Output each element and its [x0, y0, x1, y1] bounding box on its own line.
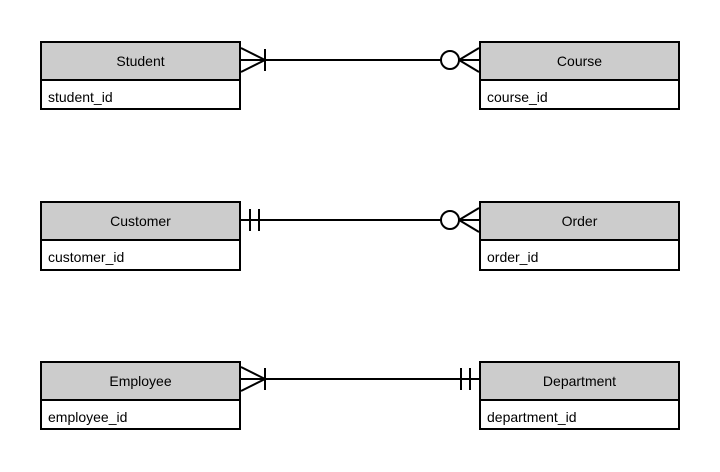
entity-attribute-employee-id: employee_id [48, 408, 128, 425]
entity-name-employee: Employee [109, 373, 172, 389]
entity-body-employee: employee_id [42, 401, 239, 432]
entity-attribute-customer-id: customer_id [48, 249, 125, 265]
entity-name-order: Order [561, 213, 598, 229]
cardinality-exactly-one-department [460, 368, 471, 390]
cardinality-zero-or-many-course [440, 47, 480, 73]
entity-header-course: Course [481, 43, 678, 81]
entity-attribute-course-id: course_id [487, 88, 548, 105]
entity-attribute-department-id: department_id [487, 408, 577, 425]
entity-attribute-order-id: order_id [487, 249, 539, 265]
entity-name-course: Course [556, 53, 603, 69]
cardinality-exactly-one-customer [249, 209, 260, 231]
entity-name-student: Student [116, 53, 165, 69]
entity-name-customer: Customer [110, 213, 171, 229]
entity-header-employee: Employee [42, 363, 239, 401]
entity-header-department: Department [481, 363, 678, 401]
relationship-employee-department [240, 366, 479, 392]
entity-header-customer: Customer [42, 203, 239, 241]
entity-body-department: department_id [481, 401, 678, 432]
entity-customer[interactable]: Customer customer_id [40, 201, 241, 271]
entity-body-course: course_id [481, 81, 678, 112]
cardinality-one-or-many-student [240, 47, 266, 73]
cardinality-one-or-many-employee [240, 366, 266, 392]
relationship-customer-order [241, 207, 480, 233]
entity-header-student: Student [42, 43, 239, 81]
entity-order[interactable]: Order order_id [479, 201, 680, 271]
entity-employee[interactable]: Employee employee_id [40, 361, 241, 430]
entity-name-department: Department [542, 373, 617, 389]
entity-header-order: Order [481, 203, 678, 241]
entity-body-student: student_id [42, 81, 239, 112]
entity-department[interactable]: Department department_id [479, 361, 680, 430]
cardinality-zero-or-many-order [440, 207, 480, 233]
entity-body-order: order_id [481, 241, 678, 273]
entity-student[interactable]: Student student_id [40, 41, 241, 110]
entity-course[interactable]: Course course_id [479, 41, 680, 110]
entity-body-customer: customer_id [42, 241, 239, 273]
entity-attribute-student-id: student_id [48, 88, 113, 105]
relationship-student-course [240, 47, 480, 73]
